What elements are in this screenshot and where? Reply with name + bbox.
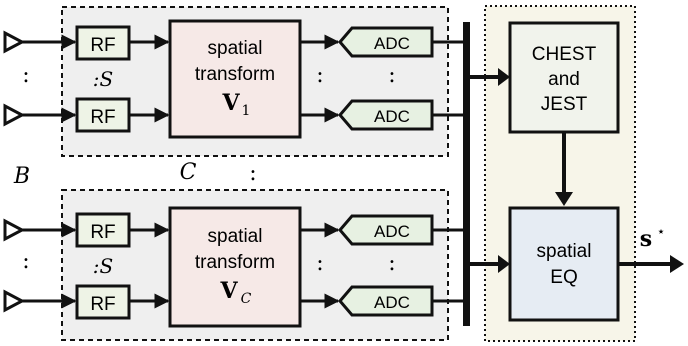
chest-label-line3: JEST <box>541 94 588 115</box>
label-B: B <box>13 164 30 189</box>
spatial-transform-block <box>168 19 302 139</box>
s-label: :S <box>93 254 113 278</box>
transform-matrix-subscript: C <box>241 291 252 307</box>
spatial-transform-block <box>168 206 302 328</box>
transform-matrix-subscript: 1 <box>242 103 251 119</box>
transform-output-vdots: : <box>316 63 323 88</box>
transform-label-line1: spatial <box>208 38 263 59</box>
antenna-icon <box>3 30 26 54</box>
adc-block-label: ADC <box>374 107 410 126</box>
s-label: :S <box>93 67 113 91</box>
arrowhead <box>555 192 573 206</box>
data-bus <box>463 22 470 326</box>
adc-block-label: ADC <box>374 293 410 312</box>
chest-jest-block <box>508 21 620 134</box>
rf-block <box>75 212 131 248</box>
transform-label-line2: transform <box>195 252 275 273</box>
adc-vdots: : <box>388 251 395 276</box>
rf-block-label: RF <box>90 107 115 128</box>
adc-vdots: : <box>388 63 395 88</box>
eq-label-line2: EQ <box>550 267 577 288</box>
antenna-vdots: : <box>22 249 29 274</box>
transform-matrix-symbol: V <box>219 278 238 304</box>
rf-block <box>75 284 131 320</box>
transform-label-line2: transform <box>195 64 275 85</box>
spatial-eq-block <box>508 206 620 322</box>
rf-block-label: RF <box>90 222 115 243</box>
adc-block-label: ADC <box>374 34 410 53</box>
antenna-vdots: : <box>22 63 29 88</box>
output-symbol: s <box>640 226 652 252</box>
arrowhead <box>498 68 510 86</box>
transform-label-line1: spatial <box>208 226 263 247</box>
label-C: C <box>180 160 197 185</box>
adc-block-label: ADC <box>374 222 410 241</box>
chest-label-line2: and <box>548 69 580 90</box>
antenna-icon <box>3 218 26 242</box>
arrowhead <box>498 255 510 273</box>
transform-matrix-symbol: V <box>221 90 240 116</box>
group-vdots: : <box>249 161 256 186</box>
rf-block-label: RF <box>90 294 115 315</box>
arrowhead <box>670 255 684 273</box>
chest-label-line1: CHEST <box>532 44 597 65</box>
eq-label-line1: spatial <box>537 241 592 262</box>
rf-block <box>75 25 131 61</box>
antenna-icon <box>3 103 26 127</box>
output-superscript: ⋆ <box>657 224 666 240</box>
rf-block-label: RF <box>90 35 115 56</box>
transform-output-vdots: : <box>316 251 323 276</box>
antenna-icon <box>3 289 26 313</box>
